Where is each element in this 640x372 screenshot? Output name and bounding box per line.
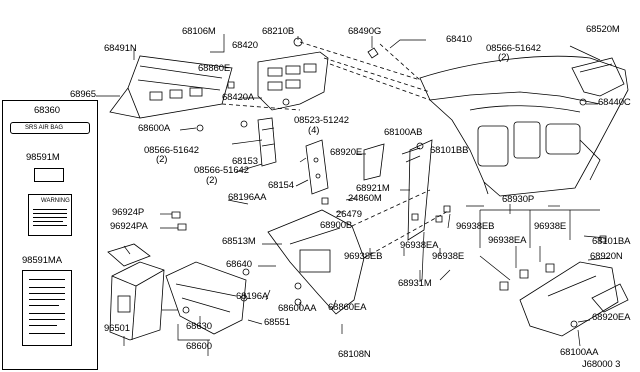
part-label: 68410 xyxy=(446,34,472,45)
part-label: 68491N xyxy=(104,43,137,54)
warning-label-sticker: WARNING xyxy=(28,194,72,236)
support-bracket-shape xyxy=(305,139,329,195)
part-label: (2) xyxy=(206,175,218,186)
diagram-reference-code: J68000 3 xyxy=(582,359,621,370)
right-vent-shape xyxy=(571,57,625,97)
manual-label-sticker xyxy=(22,270,72,346)
part-label: 68860E xyxy=(198,63,231,74)
cluster-lid-shape xyxy=(257,51,329,111)
center-bracket-shape xyxy=(257,117,277,167)
part-label: 68900B xyxy=(320,220,353,231)
part-label: 68860EA xyxy=(328,302,367,313)
part-label: 68108N xyxy=(338,349,371,360)
part-label: 08566-51642 xyxy=(144,145,199,156)
part-label: 68101BA xyxy=(592,236,631,247)
part-label: 08566-51642 xyxy=(486,43,541,54)
part-label: 68196A xyxy=(236,291,269,302)
fastener-shapes xyxy=(171,37,607,328)
part-label: (2) xyxy=(156,154,168,165)
inset-part-98591M: 98591M xyxy=(26,152,60,163)
inset-part-68360: 68360 xyxy=(34,105,60,116)
part-label: 68420 xyxy=(232,40,258,51)
storage-box-shape xyxy=(109,261,165,341)
part-label: 68965 xyxy=(70,89,96,100)
part-label: 96938E xyxy=(432,251,465,262)
airbag-sticker-text: SRS AIR BAG xyxy=(25,125,64,131)
part-label: 08566-51642 xyxy=(194,165,249,176)
glove-box-shape xyxy=(165,261,247,335)
part-label: 68600AA xyxy=(278,303,317,314)
part-label: 68930P xyxy=(502,194,535,205)
part-label: 68920EA xyxy=(592,312,631,323)
part-label: 68100AB xyxy=(384,127,423,138)
part-label: 24860M xyxy=(348,193,382,204)
part-label: 68920N xyxy=(590,251,623,262)
part-label: 68420A xyxy=(222,92,255,103)
part-label: 96938EB xyxy=(456,221,495,232)
side-panel-shape xyxy=(519,261,619,337)
part-label: 68551 xyxy=(264,317,290,328)
part-label: 96938EB xyxy=(344,251,383,262)
part-label: 68513M xyxy=(222,236,256,247)
part-label: 68106M xyxy=(182,26,216,37)
part-label: 96501 xyxy=(104,323,130,334)
part-label: 96924PA xyxy=(110,221,148,232)
part-label: 68154 xyxy=(268,180,294,191)
part-label: 68100AA xyxy=(560,347,599,358)
part-label: 68520M xyxy=(586,24,620,35)
warning-label-top xyxy=(34,168,64,182)
corner-trim-shape xyxy=(591,283,629,313)
leader-lines xyxy=(96,34,611,356)
warning-sticker-heading: WARNING xyxy=(41,198,70,204)
vent-assembly-shape xyxy=(109,55,233,119)
pillar-trim-shape xyxy=(407,139,433,241)
part-label: (2) xyxy=(498,52,510,63)
part-label: 68640 xyxy=(226,259,252,270)
part-label: 96938E xyxy=(534,221,567,232)
part-label: 68630 xyxy=(186,321,212,332)
part-label: 68153 xyxy=(232,156,258,167)
part-label: 96938EA xyxy=(488,235,527,246)
inset-part-98591MA: 98591MA xyxy=(22,255,62,266)
part-label: 68600A xyxy=(138,123,171,134)
part-label: 68920E xyxy=(330,147,363,158)
part-label: 26479 xyxy=(336,209,362,220)
trim-piece-shape xyxy=(363,143,385,181)
small-lid-shape xyxy=(107,243,151,267)
instrument-panel-shape xyxy=(419,55,629,197)
part-label: 68440C xyxy=(598,97,631,108)
lower-panel-shape xyxy=(267,209,365,315)
part-label: 68101BB xyxy=(430,145,469,156)
guide-lines xyxy=(221,41,451,259)
part-label: 68931M xyxy=(398,278,432,289)
part-label: 96938EA xyxy=(400,240,439,251)
part-label: 68921M xyxy=(356,183,390,194)
airbag-label-sticker: SRS AIR BAG xyxy=(10,122,90,134)
part-label: 68490G xyxy=(348,26,382,37)
part-label: 68600 xyxy=(186,341,212,352)
part-label: 68196AA xyxy=(228,192,267,203)
part-label: (4) xyxy=(308,125,320,136)
part-label: 68210B xyxy=(262,26,295,37)
part-label: 08523-51242 xyxy=(294,115,349,126)
part-label: 96924P xyxy=(112,207,145,218)
